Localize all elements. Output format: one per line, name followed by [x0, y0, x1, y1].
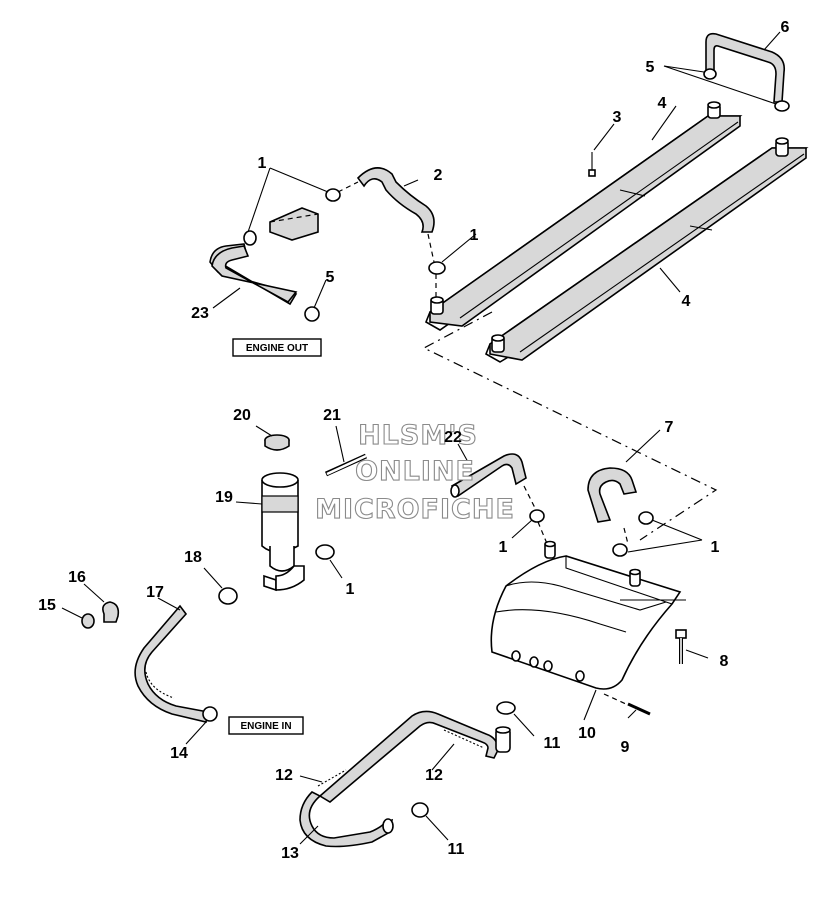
rod-21	[324, 453, 368, 477]
callout-8: 8	[720, 653, 729, 670]
clamp-5-upper-b	[774, 100, 790, 112]
callout-16: 16	[68, 569, 86, 586]
callouts: 1 2 3 4 4 5 6 1 5 23 20 21 22 7 19 1 1 1…	[38, 19, 789, 862]
callout-12: 12	[425, 767, 443, 784]
callout-17: 17	[146, 584, 164, 601]
cooler-rail-upper	[424, 101, 743, 331]
clamp-11-upper	[496, 701, 516, 715]
dash-dot-guides	[422, 311, 718, 541]
screw-9	[603, 693, 651, 719]
tank-10	[490, 540, 686, 690]
callout-1: 1	[346, 581, 355, 598]
callout-10: 10	[578, 725, 596, 742]
clamp-18	[203, 567, 238, 605]
callout-22: 22	[444, 429, 462, 446]
callout-11: 11	[448, 841, 465, 858]
leader-lines-bottom	[299, 689, 597, 845]
leader-lines-5	[663, 65, 777, 105]
leader-lines-top-left	[212, 31, 781, 309]
connector-block	[269, 207, 319, 241]
hose-2	[356, 167, 435, 233]
callout-1: 1	[499, 539, 508, 556]
cooler-rail-lower	[484, 137, 809, 363]
leader-lines-middle	[235, 425, 469, 579]
washer-15	[61, 607, 95, 629]
callout-14: 14	[170, 745, 188, 762]
callout-4: 4	[682, 293, 691, 310]
callout-13: 13	[281, 845, 299, 862]
hose-13	[299, 710, 511, 848]
engine-out-label-box: ENGINE OUT	[232, 338, 322, 357]
clamp-1-hose7-b	[612, 543, 628, 557]
clamp-11-lower	[411, 802, 429, 818]
callout-9: 9	[621, 739, 630, 756]
leader-lines-right-mid	[511, 429, 703, 553]
callout-7: 7	[665, 419, 674, 436]
callout-21: 21	[323, 407, 341, 424]
clip-16	[83, 583, 120, 623]
callout-1: 1	[711, 539, 720, 556]
clamp-1-top-a	[325, 188, 341, 202]
callout-1: 1	[470, 227, 479, 244]
cap-20	[264, 434, 290, 451]
hose-23	[209, 243, 298, 306]
callout-11: 11	[544, 735, 561, 752]
callout-12: 12	[275, 767, 293, 784]
clamp-1-hose7-a	[638, 511, 654, 525]
watermark-line2: ONLINE	[355, 456, 475, 487]
clamp-5-upper-a	[703, 68, 717, 80]
callout-2: 2	[434, 167, 443, 184]
clamp-1-mid	[428, 261, 446, 275]
callout-1: 1	[258, 155, 267, 172]
callout-3: 3	[613, 109, 622, 126]
leader-14	[185, 721, 207, 745]
watermark: HLSM'S ONLINE MICROFICHE	[315, 419, 515, 525]
crossover-hose-6	[705, 32, 786, 103]
engine-in-label-box: ENGINE IN	[228, 716, 304, 735]
hose-22	[450, 453, 527, 498]
clamp-5-left	[304, 306, 320, 322]
clamp-14	[202, 706, 218, 722]
callout-6: 6	[781, 19, 790, 36]
callout-19: 19	[215, 489, 233, 506]
watermark-line3: MICROFICHE	[315, 494, 515, 525]
callout-20: 20	[233, 407, 251, 424]
engine-out-label: ENGINE OUT	[246, 343, 308, 354]
watermark-line1: HLSM'S	[358, 420, 478, 451]
clamp-1-reservoir	[315, 544, 335, 560]
callout-5: 5	[646, 59, 655, 76]
callout-15: 15	[38, 597, 56, 614]
clamp-1-hose22	[529, 509, 545, 523]
hose-17	[134, 597, 209, 723]
callout-4: 4	[658, 95, 667, 112]
engine-in-label: ENGINE IN	[240, 721, 291, 732]
reservoir-19	[261, 472, 305, 592]
callout-5: 5	[326, 269, 335, 286]
hose-7	[587, 467, 638, 523]
callout-23: 23	[191, 305, 209, 322]
callout-18: 18	[184, 549, 202, 566]
clamp-1-top-b	[243, 230, 257, 246]
bolt-3	[588, 152, 596, 177]
bolt-8	[675, 629, 709, 664]
